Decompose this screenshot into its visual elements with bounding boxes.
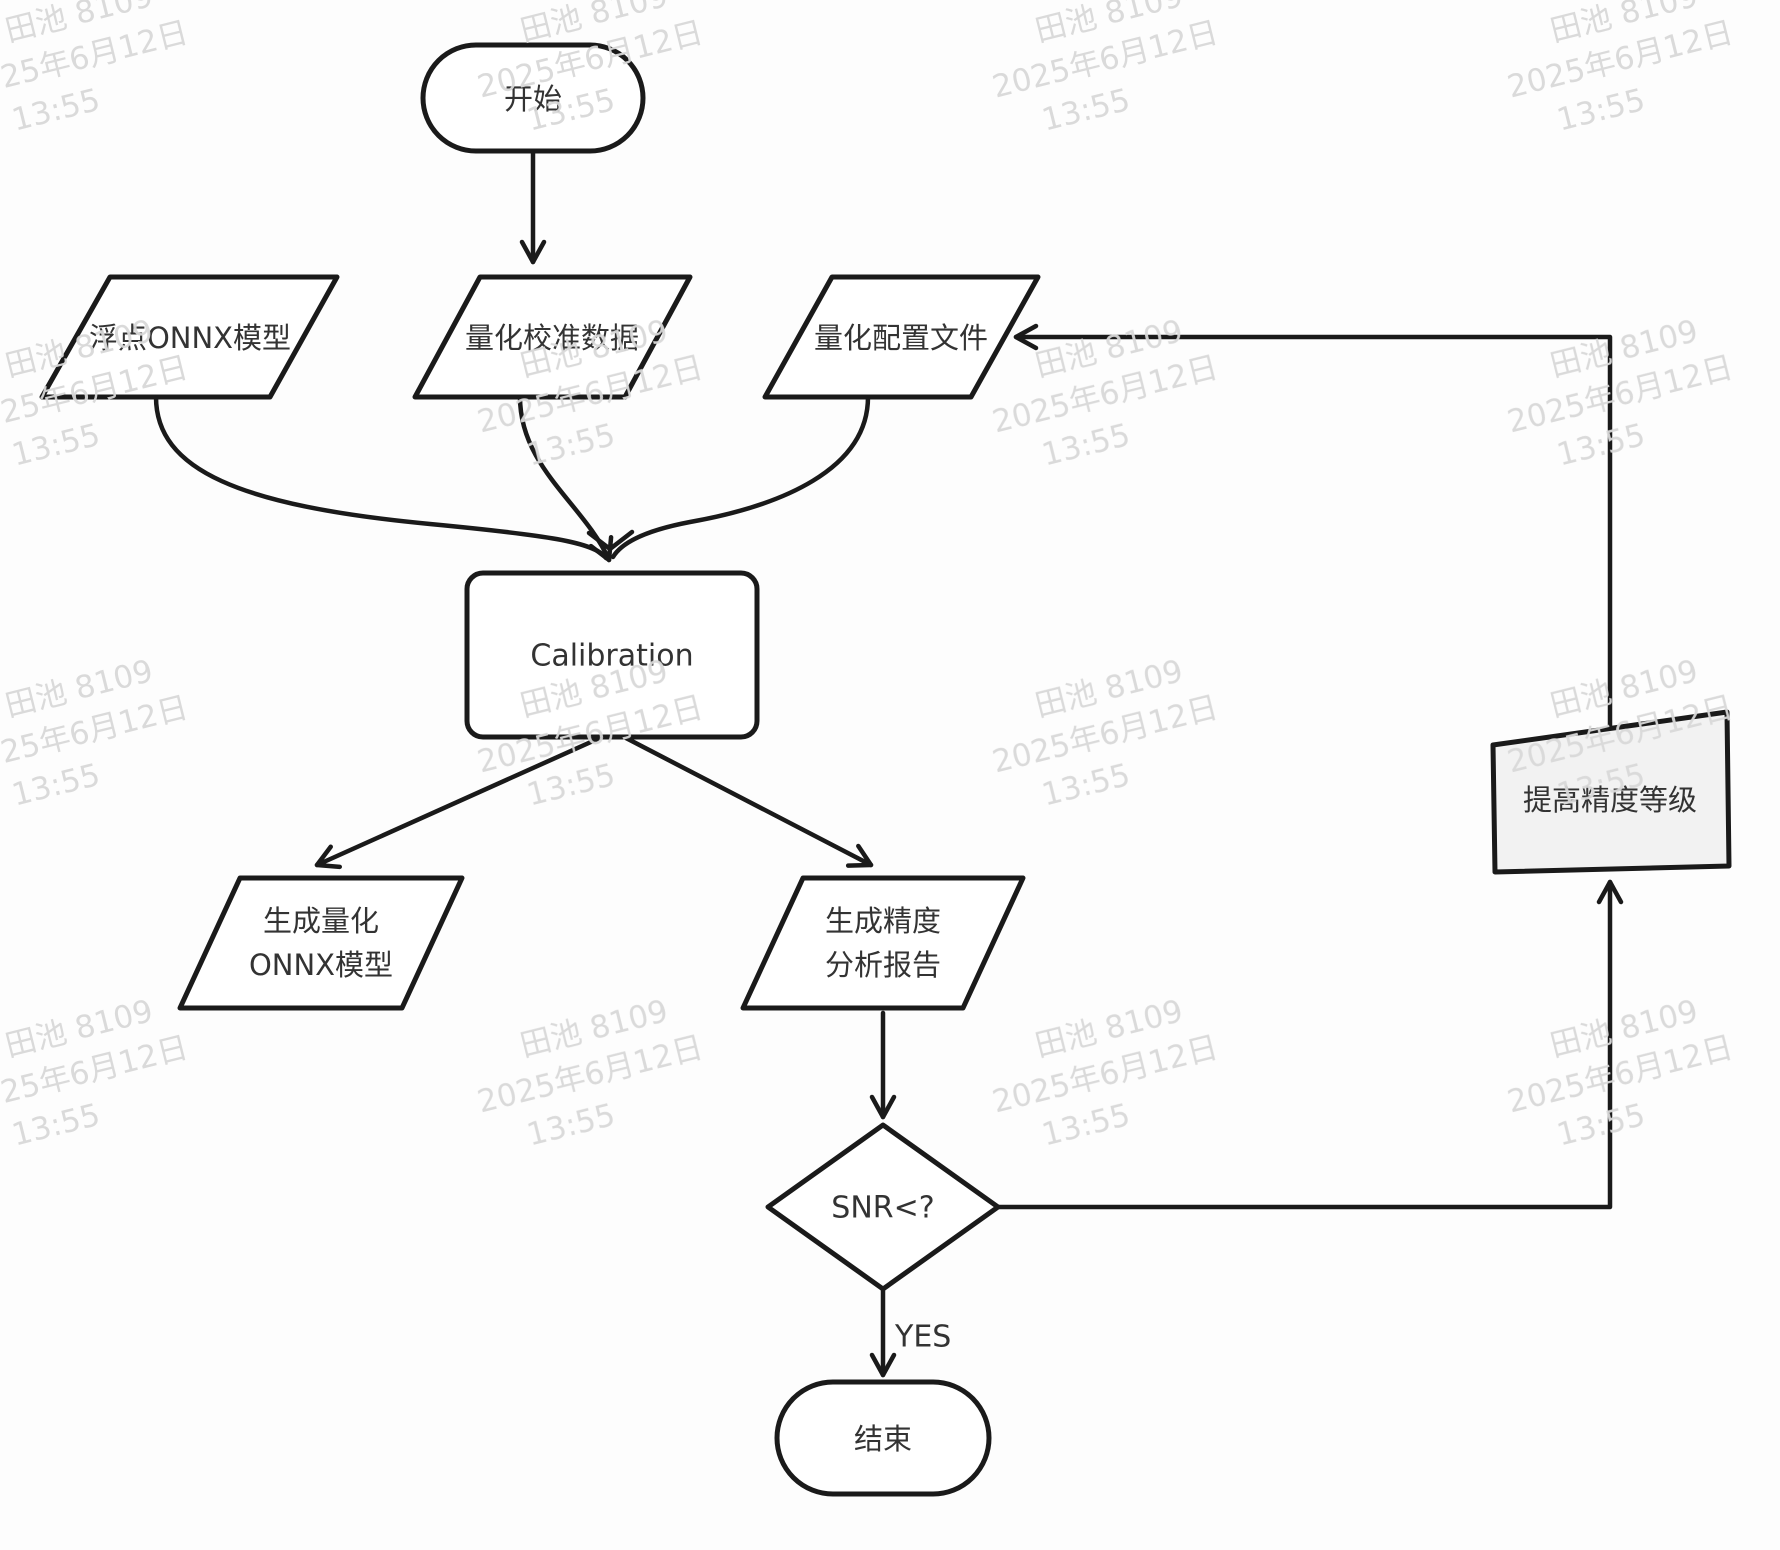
- calibration-label: Calibration: [530, 639, 693, 674]
- watermark-text: 田池 8109: [1547, 993, 1702, 1064]
- start-label: 开始: [504, 82, 562, 116]
- watermark-text: 13:55: [523, 1097, 618, 1154]
- watermark-text: 2025年6月12日: [0, 15, 192, 106]
- watermark-text: 田池 8109: [1032, 313, 1187, 384]
- node-calib-data: 量化校准数据: [412, 274, 693, 400]
- watermark-text: 田池 8109: [1032, 0, 1187, 49]
- watermark-text: 田池 8109: [1547, 313, 1702, 384]
- watermark-text: 田池 8109: [2, 0, 157, 49]
- node-gen-report: 生成精度 分析报告: [740, 875, 1026, 1011]
- watermark-text: 田池 8109: [2, 653, 157, 724]
- watermark-text: 田池 8109: [517, 993, 672, 1064]
- node-snr-decision: SNR<?: [765, 1122, 1001, 1292]
- edge-calibration-to-gen-quant-model: [314, 734, 605, 870]
- watermark-text: 田池 8109: [1032, 993, 1187, 1064]
- watermark-text: 13:55: [8, 82, 103, 139]
- watermark-text: 2025年6月12日: [0, 1030, 192, 1121]
- end-terminator-shape: [774, 1379, 992, 1497]
- node-gen-quant-model: 生成量化 ONNX模型: [177, 875, 465, 1011]
- edges-layer: YES: [153, 149, 1624, 1378]
- watermark-text: 田池 8109: [1547, 0, 1702, 49]
- watermark-text: 13:55: [8, 757, 103, 814]
- watermark-text: 2025年6月12日: [1504, 350, 1737, 441]
- gen-quant-model-label-line2: ONNX模型: [249, 948, 393, 982]
- node-float-onnx-model: 浮点ONNX模型: [39, 274, 340, 400]
- edge-float-model-to-calibration: [153, 394, 609, 561]
- watermark-text: 田池 8109: [517, 0, 672, 49]
- nodes-layer: 开始 浮点ONNX模型 量化校准数据 量化配置文件 Calibration 生成…: [39, 42, 1732, 1497]
- watermark-text: 2025年6月12日: [1504, 1030, 1737, 1121]
- watermark-text: 2025年6月12日: [989, 1030, 1222, 1121]
- watermark-text: 13:55: [1038, 1097, 1133, 1154]
- node-start: 开始: [420, 42, 646, 154]
- watermark-text: 13:55: [8, 417, 103, 474]
- gen-report-label-line1: 生成精度: [825, 904, 941, 938]
- watermark-text: 田池 8109: [1032, 653, 1187, 724]
- edge-label-yes: YES: [894, 1320, 951, 1355]
- calibration-process-box: [464, 570, 760, 740]
- node-quant-config: 量化配置文件: [762, 274, 1041, 400]
- quant-config-parallelogram: [762, 274, 1041, 400]
- watermark-text: 田池 8109: [1547, 653, 1702, 724]
- raise-precision-shape: [1490, 709, 1732, 875]
- merge-extra-chevron: [586, 529, 635, 552]
- snr-decision-diamond: [765, 1122, 1001, 1292]
- edge-quant-config-to-calibration: [610, 394, 871, 560]
- watermark-text: 13:55: [8, 1097, 103, 1154]
- quant-config-label: 量化配置文件: [814, 321, 988, 355]
- end-label: 结束: [854, 1422, 912, 1456]
- watermark-text: 2025年6月12日: [989, 15, 1222, 106]
- watermark-text: 13:55: [1038, 417, 1133, 474]
- gen-quant-model-parallelogram: [177, 875, 465, 1011]
- watermark-text: 2025年6月12日: [1504, 15, 1737, 106]
- snr-decision-label: SNR<?: [831, 1191, 934, 1226]
- gen-quant-model-label-line1: 生成量化: [263, 904, 379, 938]
- watermark-text: 2025年6月12日: [474, 1030, 707, 1121]
- edge-calibration-to-gen-report: [621, 734, 874, 868]
- watermark-text: 13:55: [1553, 417, 1648, 474]
- watermark-text: 2025年6月12日: [0, 690, 192, 781]
- float-model-label: 浮点ONNX模型: [89, 321, 291, 355]
- float-model-parallelogram: [39, 274, 340, 400]
- raise-precision-label: 提高精度等级: [1523, 783, 1697, 817]
- watermark-text: 13:55: [1553, 1097, 1648, 1154]
- watermark-text: 13:55: [1038, 757, 1133, 814]
- watermark-text: 田池 8109: [2, 993, 157, 1064]
- watermark-text: 13:55: [1038, 82, 1133, 139]
- edge-raise-precision-to-quant-config: [1013, 323, 1613, 730]
- watermark-text: 13:55: [1553, 82, 1648, 139]
- gen-report-parallelogram: [740, 875, 1026, 1011]
- watermark-text: 2025年6月12日: [989, 350, 1222, 441]
- gen-report-label-line2: 分析报告: [825, 948, 941, 982]
- node-raise-precision: 提高精度等级: [1490, 709, 1732, 875]
- calib-data-parallelogram: [412, 274, 693, 400]
- watermark-text: 13:55: [523, 417, 618, 474]
- node-calibration: Calibration: [464, 570, 760, 740]
- node-end: 结束: [774, 1379, 992, 1497]
- watermark-text: 2025年6月12日: [989, 690, 1222, 781]
- edge-snr-to-raise-precision: [995, 879, 1624, 1210]
- start-terminator-shape: [420, 42, 646, 154]
- calib-data-label: 量化校准数据: [465, 321, 639, 355]
